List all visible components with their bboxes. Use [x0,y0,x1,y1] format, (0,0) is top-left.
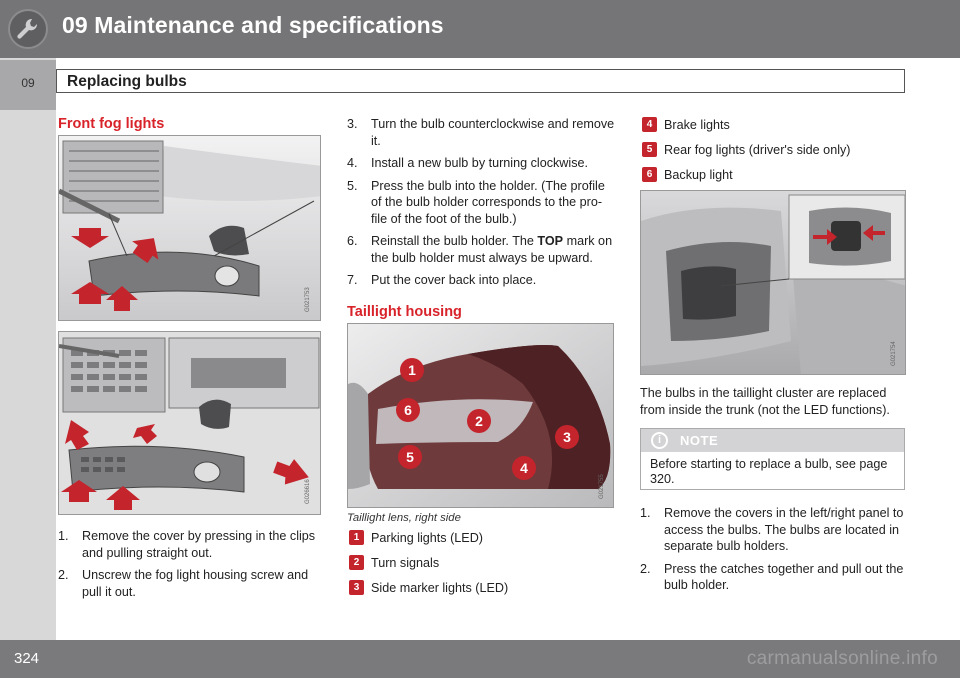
side-tab-strip [0,58,56,640]
list-item: 3.Turn the bulb counterclockwise and rem… [347,117,615,148]
wrench-icon [17,18,38,39]
page-footer: 324 carmanualsonline.info [0,640,960,678]
note-header: i NOTE [641,429,904,452]
callout-badge: 5 [642,142,657,157]
page-number: 324 [14,650,40,667]
note-text: Before starting to replace a bulb, see p… [650,457,888,486]
callout-badge: 3 [349,580,364,595]
note-label: NOTE [680,433,719,448]
list-item: 7.Put the cover back into place. [347,273,537,287]
chapter-tab: 09 [0,60,56,110]
list-item: 6.Reinstall the bulb holder. The TOP mar… [347,234,613,265]
list-item: 4.Install a new bulb by turning clockwis… [347,156,589,170]
info-icon: i [651,432,668,449]
section-title: Replacing bulbs [67,73,187,90]
chapter-title: 09 Maintenance and specifications [62,12,444,38]
taillight-steps: 1.Remove the covers in the left/right pa… [640,505,906,600]
chapter-header: 09 Maintenance and specifications [0,0,960,58]
taillight-figure: 1 2 3 4 5 6 G021755 [347,323,614,508]
figure-code: G026616 [305,479,311,504]
chapter-tab-number: 09 [21,76,35,90]
svg-text:4: 4 [520,460,528,476]
taillight-heading: Taillight housing [347,304,462,320]
fog-light-figure-2: G026616 [58,331,321,515]
list-item: 5.Press the bulb into the holder. (The p… [347,178,605,226]
list-item: 2.Press the catches together and pull ou… [640,561,904,593]
callout-badge: 2 [349,555,364,570]
section-bar: Replacing bulbs [56,69,905,93]
figure-code: G021755 [599,474,605,499]
trunk-figure: G021754 [640,190,906,375]
front-fog-heading: Front fog lights [58,116,165,132]
svg-text:1: 1 [408,362,416,378]
note-box: i NOTE Before starting to replace a bulb… [640,428,905,490]
list-item: 2.Unscrew the fog light housing screw an… [58,568,309,599]
figure-code: G021753 [305,287,311,312]
svg-text:3: 3 [563,429,571,445]
figure-caption: Taillight lens, right side [347,512,461,524]
watermark: carmanualsonline.info [746,648,938,669]
svg-text:5: 5 [406,449,414,465]
callout-badge: 4 [642,117,657,132]
callout-badge: 1 [349,530,364,545]
callout-badge: 6 [642,167,657,182]
figure-code: G021754 [891,341,897,366]
front-fog-steps-1: 1.Remove the cover by pressing in the cl… [58,528,322,606]
svg-text:6: 6 [404,402,412,418]
wrench-logo [0,0,56,58]
taillight-intro: The bulbs in the taillight cluster are r… [640,386,890,417]
svg-text:2: 2 [475,413,483,429]
front-fog-steps-2: 3.Turn the bulb counterclockwise and rem… [347,116,615,295]
list-item: 1.Remove the covers in the left/right pa… [640,506,904,553]
fog-light-figure-1: G021753 [58,135,321,321]
list-item: 1.Remove the cover by pressing in the cl… [58,529,316,560]
